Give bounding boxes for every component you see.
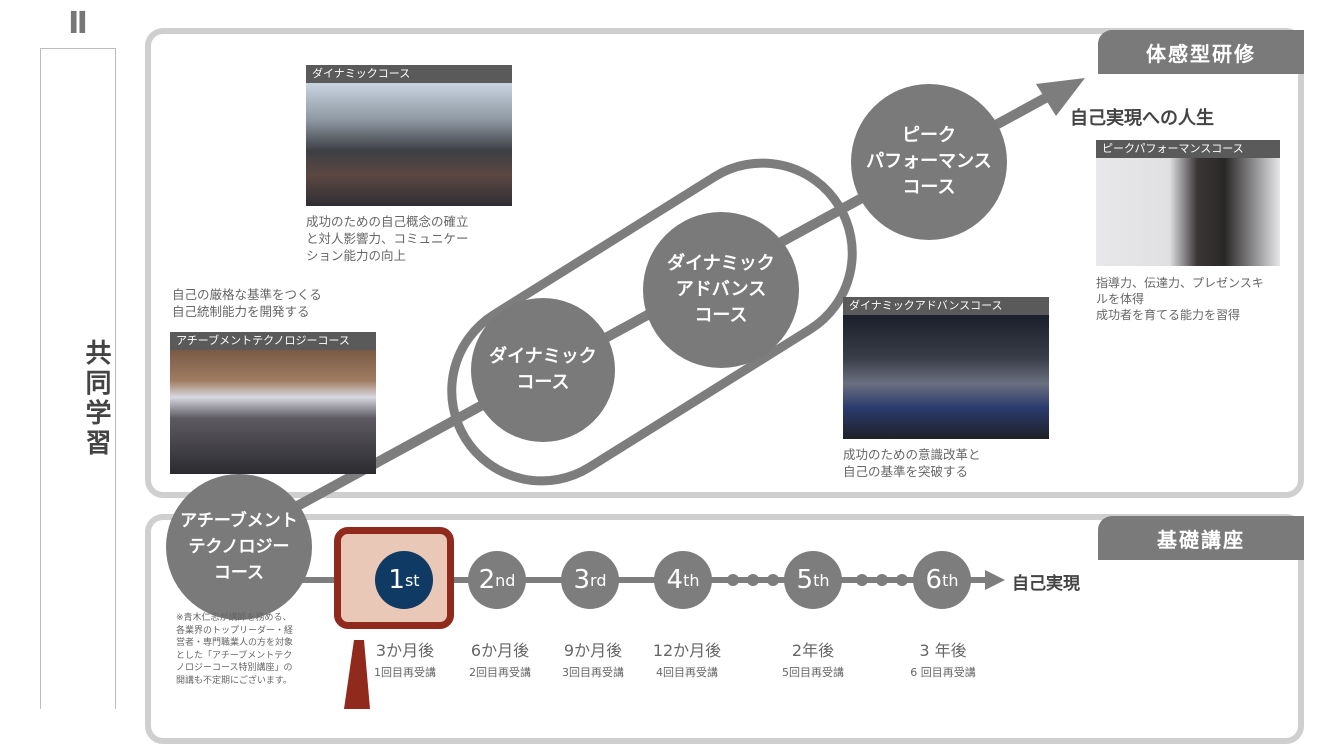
step-time: 3 年後: [919, 641, 967, 660]
desc-line: と対人影響力、コミュニケー: [306, 231, 469, 246]
timeline-dots-b: [856, 574, 908, 586]
side-title: 共同学習: [81, 339, 111, 459]
step-time: 9か月後: [563, 641, 623, 660]
step-retake: 4回目再受講: [656, 666, 718, 679]
step-number: 6: [925, 565, 943, 595]
experiential-training-tag: 体感型研修: [1098, 30, 1304, 74]
speaker-photo: [1096, 158, 1280, 266]
step-suffix: th: [813, 570, 830, 590]
step-retake: 3回目再受講: [562, 666, 624, 679]
step-time: 3か月後: [375, 641, 435, 660]
step-time: 6か月後: [470, 641, 530, 660]
step-retake: 2回目再受講: [469, 666, 531, 679]
highlight-pointer: [344, 640, 370, 709]
step-suffix: th: [683, 570, 700, 590]
advance-course-desc: 成功のための意識改革と 自己の基準を突破する: [843, 446, 981, 480]
step-number: 1: [388, 565, 405, 595]
note-line: 開講も不定期にございます。: [176, 675, 292, 686]
photo-advance-course: ダイナミックアドバンスコース: [843, 297, 1049, 439]
step-suffix: st: [404, 570, 420, 590]
photo-caption: ピークパフォーマンスコース: [1096, 140, 1280, 158]
note-line: ノロジーコース特別講座」の: [176, 663, 293, 673]
step-number: 4: [666, 565, 684, 595]
seminar-photo: [170, 350, 376, 474]
basic-course-tag: 基礎講座: [1098, 516, 1304, 560]
desc-line: ション能力の向上: [306, 248, 407, 263]
achievement-course-desc: 自己の厳格な基準をつくる 自己統制能力を開発する: [172, 286, 322, 320]
seminar-photo: [843, 315, 1049, 439]
photo-caption: アチーブメントテクノロジーコース: [170, 332, 376, 350]
photo-caption: ダイナミックアドバンスコース: [843, 297, 1049, 315]
desc-line: 自己統制能力を開発する: [172, 304, 310, 319]
dynamic-capsule: [447, 158, 857, 486]
desc-line: 成功者を育てる能力を習得: [1096, 308, 1241, 322]
desc-line: 指導力、伝達力、プレゼンスキ: [1096, 276, 1264, 290]
course-circle-peak: ピーク パフォーマンス コース: [851, 84, 1007, 240]
note-line: ※青木仁志が講師を務める、: [176, 613, 292, 623]
step-suffix: th: [942, 570, 959, 590]
step-retake: 1回目再受講: [374, 666, 436, 679]
step-number: 2: [478, 565, 496, 595]
step-suffix: rd: [590, 570, 607, 590]
course-circle-achievement: アチーブメント テクノロジー コース: [166, 474, 312, 620]
desc-line: 自己の厳格な基準をつくる: [172, 287, 322, 302]
note-line: とした「アチーブメントテク: [176, 650, 293, 661]
desc-line: 成功のための自己概念の確立: [306, 214, 469, 229]
step-suffix: nd: [495, 570, 516, 590]
peak-course-desc: 指導力、伝達力、プレゼンスキ ルを体得 成功者を育てる能力を習得: [1096, 275, 1264, 323]
step-number: 5: [796, 565, 814, 595]
note-line: 各業界のトップリーダー・経: [176, 625, 294, 636]
step-number: 3: [573, 565, 591, 595]
course-circle-dynamic: ダイナミック コース: [471, 298, 615, 442]
step-time: 2年後: [791, 641, 835, 660]
step-retake: 5回目再受講: [782, 666, 844, 679]
section-number: Ⅱ: [68, 6, 88, 41]
photo-dynamic-course: ダイナミックコース: [306, 65, 512, 206]
desc-line: ルを体得: [1096, 292, 1145, 306]
photo-caption: ダイナミックコース: [306, 65, 512, 83]
timeline-dots-a: [727, 574, 779, 586]
note-line: 営者・専門職業人の方を対象: [176, 638, 294, 648]
photo-peak-course: ピークパフォーマンスコース: [1096, 140, 1280, 266]
growth-arrow-head: [1036, 78, 1085, 116]
special-course-note: ※青木仁志が講師を務める、 各業界のトップリーダー・経 営者・専門職業人の方を対…: [176, 612, 328, 687]
step-retake: 6 回目再受講: [910, 666, 976, 679]
program-diagram: Ⅱ 共同学習 体感型研修 基礎講座 ダイナミックコース: [40, 6, 1304, 744]
desc-line: 成功のための意識改革と: [843, 447, 981, 462]
timeline-arrow-head: [985, 570, 1005, 590]
desc-line: 自己の基準を突破する: [843, 464, 969, 479]
self-realization-label: 自己実現: [1012, 574, 1080, 594]
course-circle-advance: ダイナミック アドバンス コース: [643, 212, 799, 368]
side-label-box: 共同学習: [40, 48, 116, 709]
seminar-photo: [306, 83, 512, 206]
life-goal-label: 自己実現への人生: [1070, 108, 1214, 129]
step-time: 12か月後: [652, 641, 722, 660]
photo-achievement-course: アチーブメントテクノロジーコース: [170, 332, 376, 474]
dynamic-course-desc: 成功のための自己概念の確立 と対人影響力、コミュニケー ション能力の向上: [306, 213, 469, 264]
